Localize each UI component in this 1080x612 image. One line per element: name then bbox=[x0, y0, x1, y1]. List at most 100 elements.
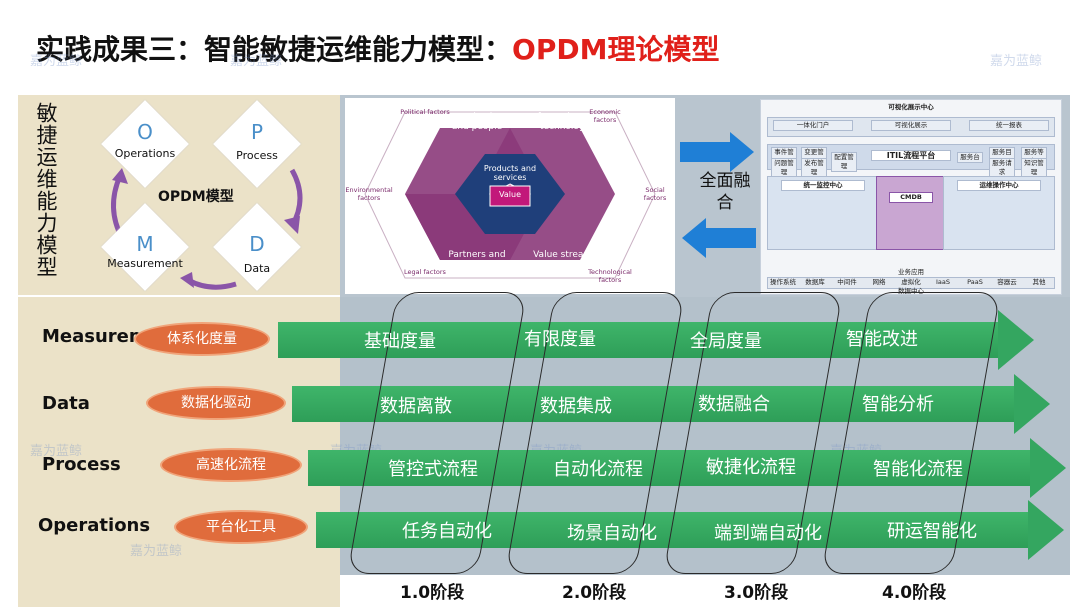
economic-factors: Economic factors bbox=[589, 108, 621, 124]
arrow-bar-operations bbox=[316, 512, 1028, 548]
dim-4-label: Value streams and processes bbox=[532, 250, 598, 270]
legal-factors: Legal factors bbox=[404, 268, 446, 276]
cell-measurement-3: 全局度量 bbox=[690, 331, 762, 352]
arrow-bar-measurement bbox=[278, 322, 998, 358]
cell-process-3: 敏捷化流程 bbox=[706, 457, 796, 478]
itil-right-1: 服务台 bbox=[957, 152, 983, 163]
itil-bottom-5: 虚拟化 bbox=[901, 278, 921, 286]
itil-bottom-8: 容器云 bbox=[997, 278, 1017, 286]
dim-1-label: Organizations and people bbox=[445, 112, 509, 132]
oval-process: 高速化流程 bbox=[160, 448, 302, 482]
itil-bottom-1: 操作系统 bbox=[770, 278, 796, 286]
oval-measurement: 体系化度量 bbox=[134, 322, 270, 356]
row-label-measurement: Measurement bbox=[42, 326, 182, 347]
value-label: Value bbox=[499, 190, 521, 199]
products-services: Products and services bbox=[483, 164, 537, 182]
row-label-operations: Operations bbox=[38, 515, 151, 536]
itil-left-4: 发布管理 bbox=[801, 158, 827, 178]
opdm-letter-d: D bbox=[249, 232, 265, 256]
itil-portal-2: 可视化展示 bbox=[871, 120, 951, 131]
cell-process-2: 自动化流程 bbox=[553, 459, 643, 480]
itil-bottom-title: 业务应用 bbox=[898, 268, 924, 276]
vertical-title: 敏捷运维能力模型 bbox=[34, 102, 58, 278]
watermark: 嘉为蓝鲸 bbox=[130, 544, 183, 559]
cell-measurement-4: 智能改进 bbox=[846, 329, 918, 350]
title-highlight: OPDM理论模型 bbox=[512, 33, 720, 66]
cell-data-1: 数据离散 bbox=[380, 396, 452, 417]
itil-bottom-3: 中间件 bbox=[837, 278, 857, 286]
opdm-label-o: Operations bbox=[114, 147, 176, 160]
itil-data-center: 数据中心 bbox=[898, 287, 924, 295]
itil-bottom-4: 网络 bbox=[872, 278, 886, 286]
watermark: 嘉为蓝鲸 bbox=[990, 54, 1043, 69]
itil-bottom-7: PaaS bbox=[967, 278, 983, 286]
title-prefix: 实践成果三：智能敏捷运维能力模型： bbox=[36, 33, 513, 66]
opdm-label-d: Data bbox=[243, 262, 271, 275]
cell-data-3: 数据融合 bbox=[698, 394, 770, 415]
itil-platform-figure: 可视化展示中心 一体化门户 可视化展示 统一报表 事件管理 问题管理 变更管理 … bbox=[760, 99, 1062, 295]
cell-process-4: 智能化流程 bbox=[873, 459, 963, 480]
watermark: 嘉为蓝鲸 bbox=[230, 54, 283, 69]
opdm-label-m: Measurement bbox=[107, 257, 183, 270]
merge-label: 全面融合 bbox=[699, 171, 751, 213]
cell-process-1: 管控式流程 bbox=[388, 459, 478, 480]
itil-left-2: 问题管理 bbox=[771, 158, 797, 178]
itil-top-title: 可视化展示中心 bbox=[888, 103, 934, 111]
watermark: 嘉为蓝鲸 bbox=[30, 54, 83, 69]
opdm-letter-o: O bbox=[137, 120, 153, 144]
arrow-head-process bbox=[1030, 438, 1066, 498]
itil-bottom-9: 其他 bbox=[1032, 278, 1046, 286]
opdm-letter-p: P bbox=[250, 120, 264, 144]
opdm-panel bbox=[18, 95, 340, 295]
merge-arrows bbox=[680, 132, 756, 258]
environmental-factors: Environmental factors bbox=[345, 186, 393, 202]
itil-cmdb-box bbox=[876, 176, 946, 250]
oval-operations: 平台化工具 bbox=[174, 510, 308, 544]
itil-monitor-title: 统一监控中心 bbox=[781, 180, 865, 191]
cell-measurement-2: 有限度量 bbox=[524, 329, 596, 350]
opdm-label-p: Process bbox=[236, 149, 278, 162]
right-arrow-icon bbox=[680, 132, 754, 172]
cell-measurement-1: 基础度量 bbox=[364, 331, 436, 352]
arrow-bar-data bbox=[292, 386, 1014, 422]
itil-right-3: 服务请求 bbox=[989, 158, 1015, 178]
itil-portal-3: 统一报表 bbox=[969, 120, 1049, 131]
opdm-center-label: OPDM模型 bbox=[158, 189, 234, 205]
dim-2-num: 2 bbox=[562, 102, 568, 112]
opdm-letter-m: M bbox=[136, 232, 154, 256]
page-title: 实践成果三：智能敏捷运维能力模型：OPDM理论模型 bbox=[36, 28, 719, 68]
itil-platform-title: ITIL流程平台 bbox=[871, 150, 951, 161]
stage-label-3: 3.0阶段 bbox=[724, 583, 789, 603]
cell-data-4: 智能分析 bbox=[862, 394, 934, 415]
cell-operations-1: 任务自动化 bbox=[402, 521, 492, 542]
stage-label-1: 1.0阶段 bbox=[400, 583, 465, 603]
cell-data-2: 数据集成 bbox=[540, 396, 612, 417]
itil-bottom-6: IaaS bbox=[935, 278, 950, 286]
itil-portal-1: 一体化门户 bbox=[773, 120, 853, 131]
arrow-bar-process bbox=[308, 450, 1030, 486]
cell-operations-4: 研运智能化 bbox=[887, 521, 977, 542]
cell-operations-3: 端到端自动化 bbox=[714, 523, 822, 544]
social-factors: Social factors bbox=[643, 186, 667, 202]
cell-operations-2: 场景自动化 bbox=[567, 523, 657, 544]
dim-2-label: Information and technology bbox=[529, 112, 601, 132]
dim-3-label: Partners and suppliers bbox=[448, 250, 506, 270]
stage-label-4: 4.0阶段 bbox=[882, 583, 947, 603]
dim-1-num: 1 bbox=[474, 102, 480, 112]
dim-4-num: 4 bbox=[562, 270, 568, 280]
watermark: 嘉为蓝鲸 bbox=[30, 444, 83, 459]
itil-bottom-2: 数据库 bbox=[805, 278, 825, 286]
technological-factors: Technological factors bbox=[588, 268, 632, 284]
oval-data: 数据化驱动 bbox=[146, 386, 286, 420]
four-dimensions-graphic bbox=[364, 111, 656, 279]
row-label-process: Process bbox=[42, 454, 121, 475]
left-arrow-icon bbox=[682, 218, 756, 258]
arrow-head-data bbox=[1014, 374, 1050, 434]
itil-right-5: 知识管理 bbox=[1021, 158, 1047, 178]
arrow-head-measurement bbox=[998, 310, 1034, 370]
row-label-data: Data bbox=[42, 393, 90, 414]
political-factors: Political factors bbox=[400, 108, 450, 116]
